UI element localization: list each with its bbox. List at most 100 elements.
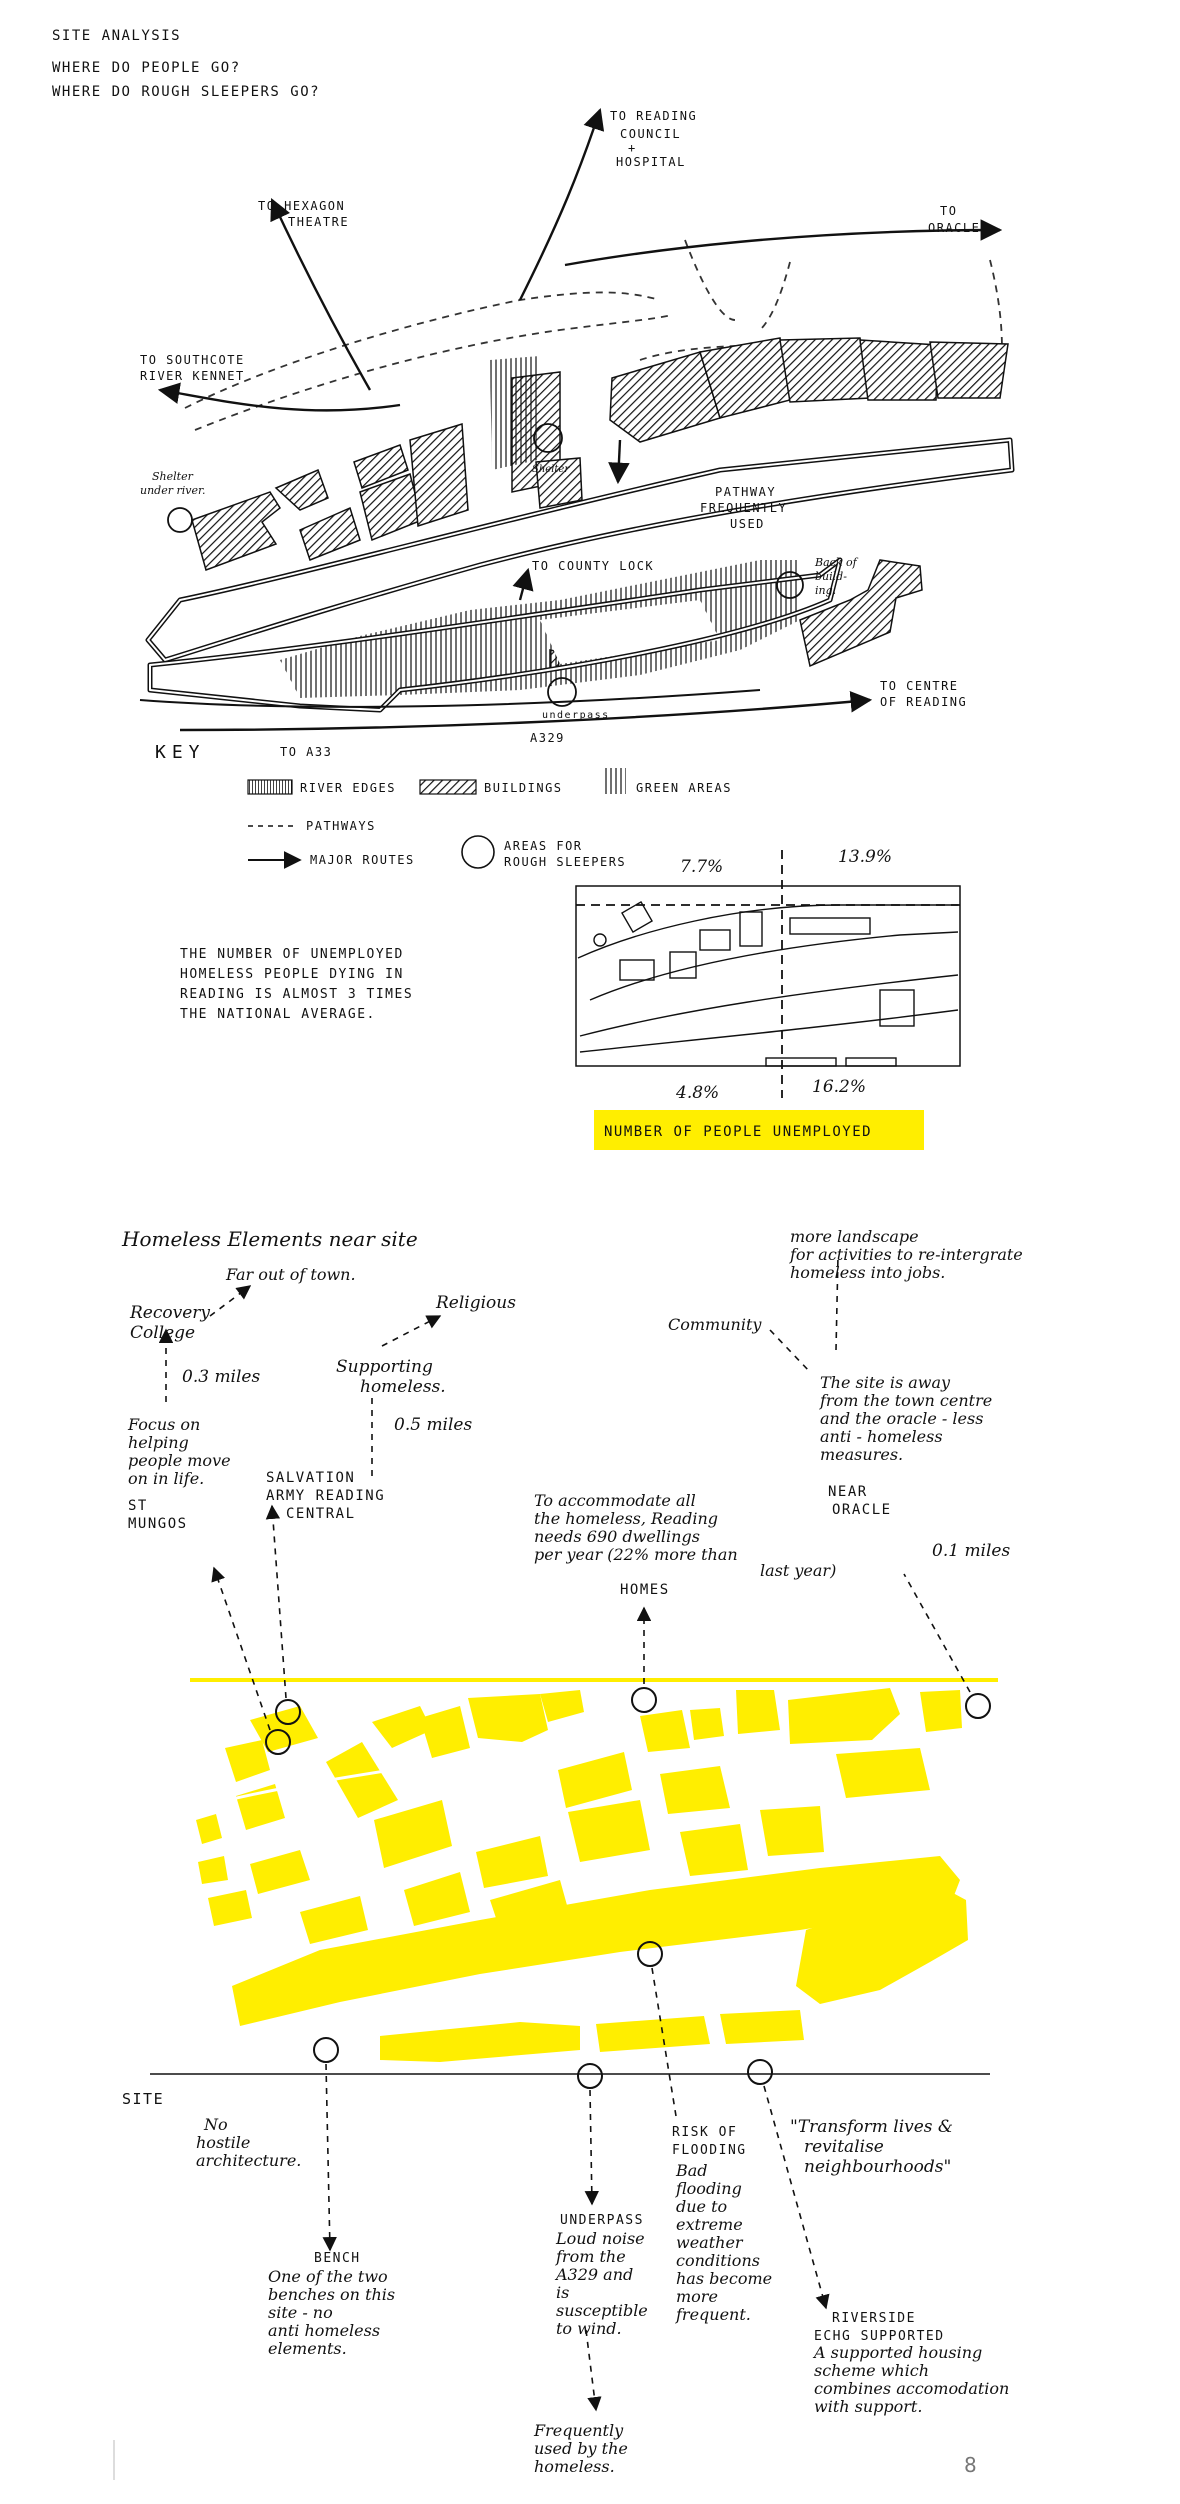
annotation-salvation: Religious Supporting homeless. 0.5 miles… [266,1293,516,1522]
mini-map-spot [593,933,607,947]
flooding-title-2: FLOODING [672,2143,747,2158]
route-centre [179,691,873,732]
leader-community [769,1329,811,1373]
leader-lines [158,1255,971,2412]
recovery-title-2: College [130,1323,195,1343]
bench-desc-4: anti homeless [268,2321,380,2340]
label-reading-council-2: COUNCIL [620,127,681,141]
route-county-lock [512,567,534,601]
pathway-top-left [184,291,661,409]
bench-desc-5: elements. [268,2339,347,2358]
homeless-title: Homeless Elements near site [121,1227,418,1251]
yellow-building-22 [736,1690,780,1734]
riverside-desc-1: A supported housing [812,2343,982,2362]
annotation-recovery: Far out of town. Recovery College 0.3 mi… [129,1265,356,1387]
rough-sleeper-areas [167,423,804,707]
header-question-1: WHERE DO PEOPLE GO? [52,60,241,76]
header-question-2: WHERE DO ROUGH SLEEPERS GO? [52,84,320,100]
river-channel-north-inner [147,439,1013,661]
label-shelter-small: Shelter [532,464,570,475]
building-east-5 [929,341,1009,399]
yellow-building-3 [196,1814,222,1844]
quadrant-nw-value: 7.7% [680,857,723,877]
spot-labels: Shelter under river. Shelter Back of bui… [140,464,859,721]
circle-flooding [637,1941,663,1967]
key-areas-for: AREAS FOR [504,839,583,853]
label-reading-council-3: + [628,141,637,155]
oracle-away-5: measures. [820,1445,903,1464]
building-back [799,559,923,668]
underpass-desc-2: from the [555,2247,626,2266]
header-title: SITE ANALYSIS [52,28,181,44]
riverside-desc-4: with support. [814,2397,922,2416]
bench-desc-3: site - no [268,2303,333,2322]
salvation-title-2: ARMY READING [266,1488,385,1504]
flooding-desc-3: due to [676,2197,727,2216]
leader-riverside [763,2085,830,2310]
mini-map-building-8 [765,1057,837,1067]
bench-desc-1: One of the two [268,2267,388,2286]
mini-map-building-3 [739,911,763,947]
riverside-quote-3: neighbourhoods" [804,2157,951,2177]
note-line-3: READING IS ALMOST 3 TIMES [180,987,413,1002]
key-green-areas: GREEN AREAS [636,781,732,795]
sleeper-spot-building [776,571,804,599]
label-reading-council-4: HOSPITAL [616,155,686,169]
label-centre-1: TO CENTRE [880,679,959,693]
unemployment-note: THE NUMBER OF UNEMPLOYED HOMELESS PEOPLE… [180,947,413,1022]
site-map-top-edge [190,1678,998,1682]
bench-desc-2: benches on this [268,2285,395,2304]
key-pathways: PATHWAYS [306,819,376,833]
label-pathway-2: FREQUENTLY [700,501,787,515]
route-reading-council [518,107,605,301]
yellow-building-12 [374,1800,452,1868]
sleeper-spot-river [167,507,193,533]
label-shelter-2: under river. [140,484,206,497]
bench-no-3: architecture. [196,2151,301,2170]
underpass-used-3: homeless. [534,2457,615,2476]
recovery-far-out: Far out of town. [225,1265,356,1284]
leader-flooding [651,1967,677,2117]
building-west-4 [353,444,409,489]
yellow-building-5 [208,1890,252,1926]
yellow-building-11 [540,1690,584,1722]
flooding-desc-7: has become [676,2269,772,2288]
underpass-used-1: Frequently [533,2421,624,2440]
annotation-flooding: RISK OF FLOODING Bad flooding due to ext… [672,2125,772,2324]
building-east-1 [609,351,721,443]
circle-st-mungos [265,1729,291,1755]
label-pathway-3: USED [730,517,765,531]
yellow-map-path-1 [195,1740,561,1810]
yellow-building-19 [568,1800,650,1862]
yellow-building-6 [250,1850,310,1894]
sleeper-spot-shelter [533,423,563,453]
homes-line-4: per year (22% more than [534,1545,738,1564]
oracle-title-2: ORACLE [832,1502,892,1518]
salvation-distance: 0.5 miles [394,1415,472,1435]
building-west-1 [191,491,281,571]
yellow-river-band [232,1856,960,2026]
key-title: KEY [155,742,206,763]
underpass-desc-3: A329 and [554,2265,633,2284]
circle-homes [631,1687,657,1713]
circle-underpass [577,2063,603,2089]
note-line-1: THE NUMBER OF UNEMPLOYED [180,947,404,962]
pathway-top-left-2 [194,314,673,431]
leader-salvation [265,1504,287,1699]
underpass-desc-4: is [556,2283,569,2302]
label-southcote-1: TO SOUTHCOTE [140,353,245,367]
oracle-community: Community [668,1315,762,1334]
circle-bench [313,2037,339,2063]
oracle-distance: 0.1 miles [932,1541,1010,1561]
building-east-4 [859,339,939,401]
yellow-east-block [796,1886,968,2004]
bench-no-1: No [203,2115,228,2134]
yellow-building-25 [760,1806,824,1856]
key-major-routes: MAJOR ROUTES [310,853,415,867]
label-county-lock: TO COUNTY LOCK [532,559,654,573]
riverside-desc-2: scheme which [814,2361,929,2380]
oracle-title-1: NEAR [828,1484,868,1500]
leader-underpass-down [585,2329,602,2412]
